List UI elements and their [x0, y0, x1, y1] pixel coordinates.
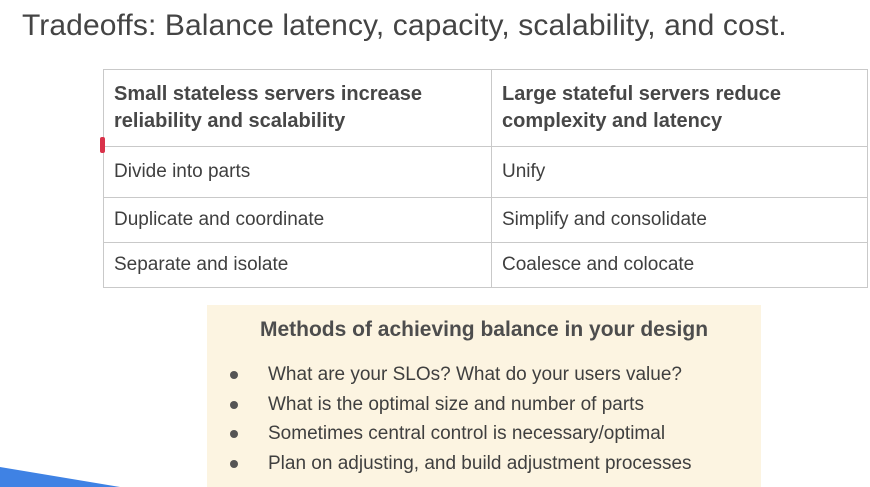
list-item: Sometimes central control is necessary/o… — [230, 422, 692, 452]
bullet-icon — [230, 371, 238, 379]
table-cell: Duplicate and coordinate — [103, 197, 492, 243]
list-item-text: What are your SLOs? What do your users v… — [268, 364, 682, 385]
bullet-icon — [230, 400, 238, 409]
header-large-stateful: Large stateful servers reduce complexity… — [491, 69, 868, 147]
balance-heading: Methods of achieving balance in your des… — [259, 318, 709, 341]
list-item: Plan on adjusting, and build adjustment … — [230, 452, 692, 482]
table-row: Divide into parts Unify — [103, 146, 868, 198]
header-small-stateless: Small stateless servers increase reliabi… — [103, 69, 492, 147]
table-cell: Unify — [491, 146, 868, 198]
bullet-icon — [230, 430, 238, 438]
table-header-row: Small stateless servers increase reliabi… — [103, 69, 868, 147]
list-item: What are your SLOs? What do your users v… — [230, 363, 692, 393]
list-item-text: Plan on adjusting, and build adjustment … — [268, 452, 692, 474]
red-marker-shape — [100, 137, 105, 153]
corner-accent-shape — [0, 467, 120, 487]
bullet-icon — [230, 459, 238, 468]
table-cell: Coalesce and colocate — [491, 242, 868, 288]
balance-methods-box: Methods of achieving balance in your des… — [207, 305, 761, 487]
table-cell: Divide into parts — [103, 146, 492, 198]
table-cell: Simplify and consolidate — [491, 197, 868, 243]
list-item: What is the optimal size and number of p… — [230, 393, 692, 423]
table-row: Duplicate and coordinate Simplify and co… — [103, 197, 868, 243]
list-item-text: What is the optimal size and number of p… — [268, 393, 644, 415]
table-row: Separate and isolate Coalesce and coloca… — [103, 242, 868, 288]
balance-list: What are your SLOs? What do your users v… — [230, 363, 692, 481]
list-item-text: Sometimes central control is necessary/o… — [268, 423, 666, 444]
comparison-table: Small stateless servers increase reliabi… — [103, 69, 868, 288]
table-cell: Separate and isolate — [103, 242, 492, 288]
slide-title: Tradeoffs: Balance latency, capacity, sc… — [22, 9, 787, 42]
